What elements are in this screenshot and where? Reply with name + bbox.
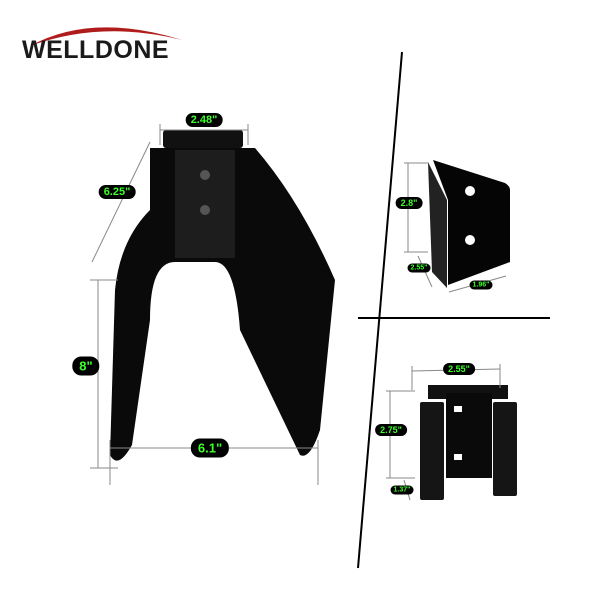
- side-length-label: 6.25": [98, 185, 136, 199]
- angle-depth-label: 2.55": [407, 263, 431, 273]
- clip-depth-label: 1.37": [390, 485, 414, 495]
- angle-height-label: 2.8": [395, 197, 423, 209]
- brand-logo: WELLDONE: [22, 18, 212, 68]
- clip-height-label: 2.75": [375, 424, 407, 436]
- logo-swoosh-icon: [30, 27, 182, 46]
- clip-width-label: 2.55": [443, 363, 475, 375]
- height-label: 8": [72, 356, 100, 376]
- angle-bracket-image: [428, 160, 510, 288]
- angle-width-label: 1.96": [469, 280, 493, 290]
- divider-vertical: [357, 51, 403, 569]
- clip-bracket-image: [420, 385, 517, 500]
- width-bottom-label: 6.1": [190, 438, 230, 458]
- main-bracket-image: [110, 130, 335, 461]
- brand-name: WELLDONE: [22, 36, 170, 64]
- width-top-label: 2.48": [185, 113, 223, 127]
